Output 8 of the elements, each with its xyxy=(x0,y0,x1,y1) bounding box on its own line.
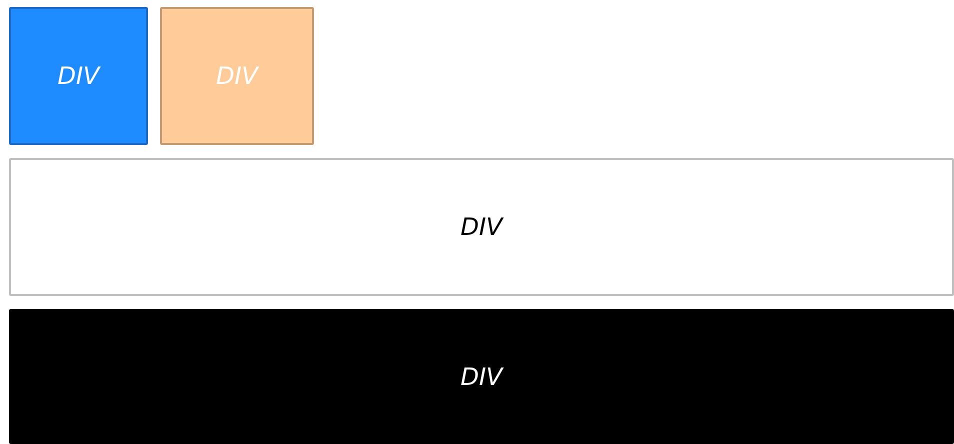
div-box xyxy=(9,7,148,145)
box-label: DIV xyxy=(460,213,502,241)
box-label: DIV xyxy=(58,62,100,90)
box-label: DIV xyxy=(216,62,258,90)
div-box xyxy=(9,309,954,444)
box-label: DIV xyxy=(460,362,502,390)
div-box xyxy=(160,7,314,145)
div-box xyxy=(9,158,954,296)
